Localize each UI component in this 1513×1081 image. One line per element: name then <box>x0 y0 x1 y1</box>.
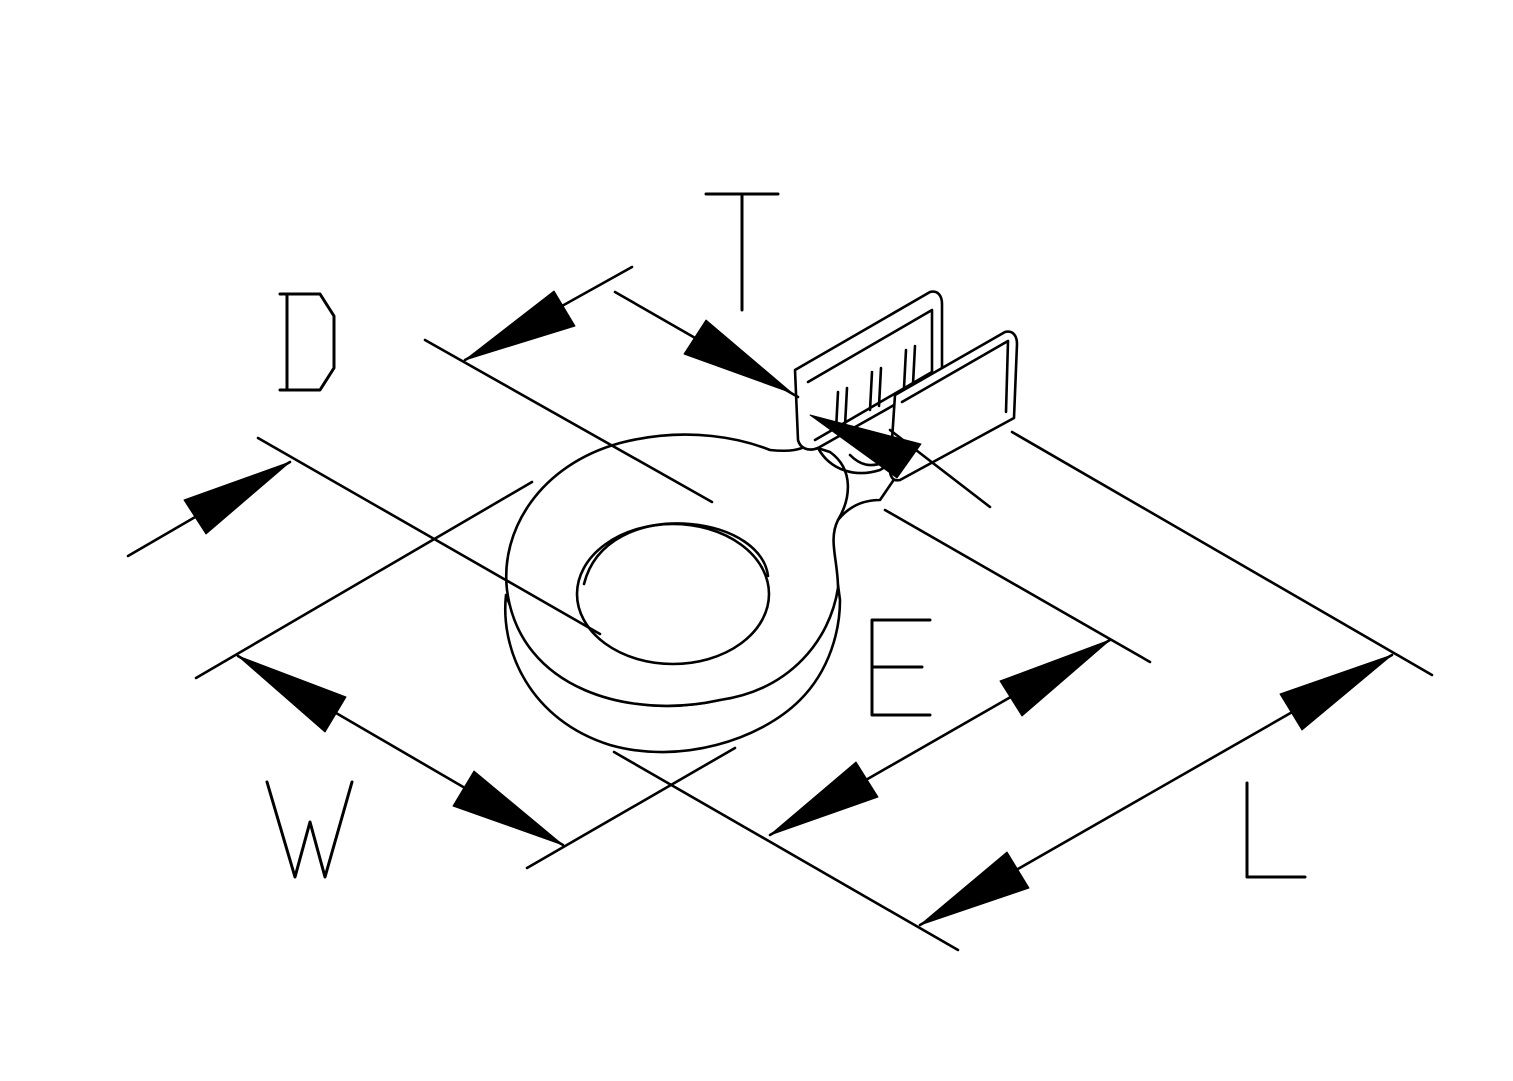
barrel-serration-3 <box>902 344 917 390</box>
ring-hole <box>575 522 771 666</box>
dimension-w <box>126 460 565 847</box>
label-d-glyph <box>278 292 336 392</box>
arrow-e-upper <box>999 639 1111 717</box>
arrow-w-right <box>452 770 564 846</box>
dimension-t <box>683 319 922 479</box>
label-d-text: D <box>310 341 311 343</box>
arrow-w-outer <box>183 461 291 535</box>
barrel-serration-2 <box>868 366 883 412</box>
ext-line-w-top <box>256 436 602 636</box>
arrow-l-upper <box>1279 654 1393 731</box>
label-l: L <box>1245 781 1307 879</box>
dimension-e <box>768 638 1112 837</box>
label-e-glyph <box>870 618 932 717</box>
ext-line-e-right <box>883 508 1152 664</box>
barrel-right-wall <box>888 330 1019 482</box>
arrow-w-left <box>237 655 347 733</box>
dimension-l <box>918 653 1394 927</box>
arrow-t-upper <box>683 319 793 394</box>
ext-line-d-top <box>423 338 714 504</box>
arrow-d <box>464 290 576 361</box>
label-t-glyph <box>704 192 780 312</box>
barrel-right-inner <box>900 339 1010 414</box>
barrel-left-inner <box>806 308 934 442</box>
label-w-glyph <box>265 780 354 879</box>
ext-line-w-right <box>525 746 737 870</box>
ext-line-l-right <box>1010 430 1434 677</box>
ring-terminal <box>503 290 1019 754</box>
ext-line-l-left <box>612 750 960 952</box>
label-d: D <box>278 292 336 392</box>
arrow-e-lower <box>769 761 879 836</box>
ring-hole-inner-wall <box>582 522 770 586</box>
arrow-l-lower <box>919 851 1030 926</box>
label-l-text: L <box>1275 829 1276 831</box>
label-l-glyph <box>1245 781 1307 879</box>
arrow-t-lower <box>809 414 922 479</box>
label-e: E <box>870 618 932 717</box>
label-w: W <box>265 780 354 879</box>
ext-line-w-left <box>194 480 534 680</box>
dimension-d <box>463 265 634 362</box>
label-t: T <box>704 192 780 312</box>
